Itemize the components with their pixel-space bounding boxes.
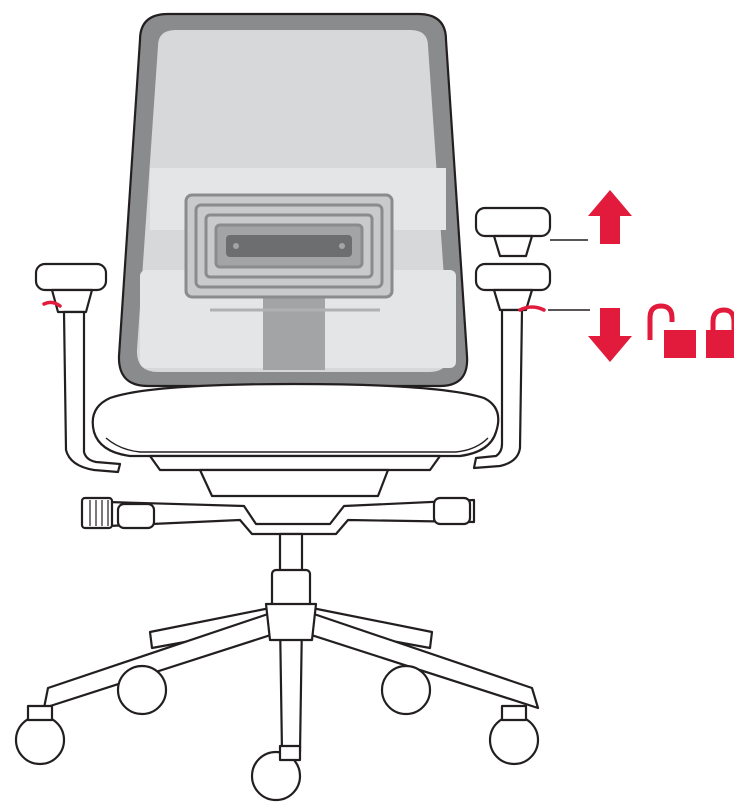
locked-padlock-icon — [706, 310, 734, 358]
backrest — [119, 14, 467, 386]
lumbar-bar — [226, 235, 352, 257]
seat-cushion — [93, 384, 499, 456]
mechanism — [82, 470, 474, 534]
caster-right — [490, 716, 538, 764]
caster-left — [16, 716, 64, 764]
star-base — [44, 604, 538, 752]
seat — [93, 384, 499, 470]
seat-underside — [150, 456, 440, 470]
right-armpad — [476, 264, 550, 290]
left-height-trigger — [44, 302, 60, 306]
caster-back-left — [118, 666, 166, 714]
left-lever — [118, 504, 154, 528]
caster-back-right — [382, 666, 430, 714]
gas-cylinder — [272, 534, 310, 608]
arrow-down-icon — [588, 308, 632, 362]
right-armpad-raised — [476, 208, 550, 236]
right-height-trigger — [520, 307, 544, 310]
unlocked-padlock-icon — [650, 306, 696, 358]
right-lever — [434, 498, 470, 524]
left-armpad — [36, 264, 106, 290]
arrow-up-icon — [588, 190, 632, 244]
